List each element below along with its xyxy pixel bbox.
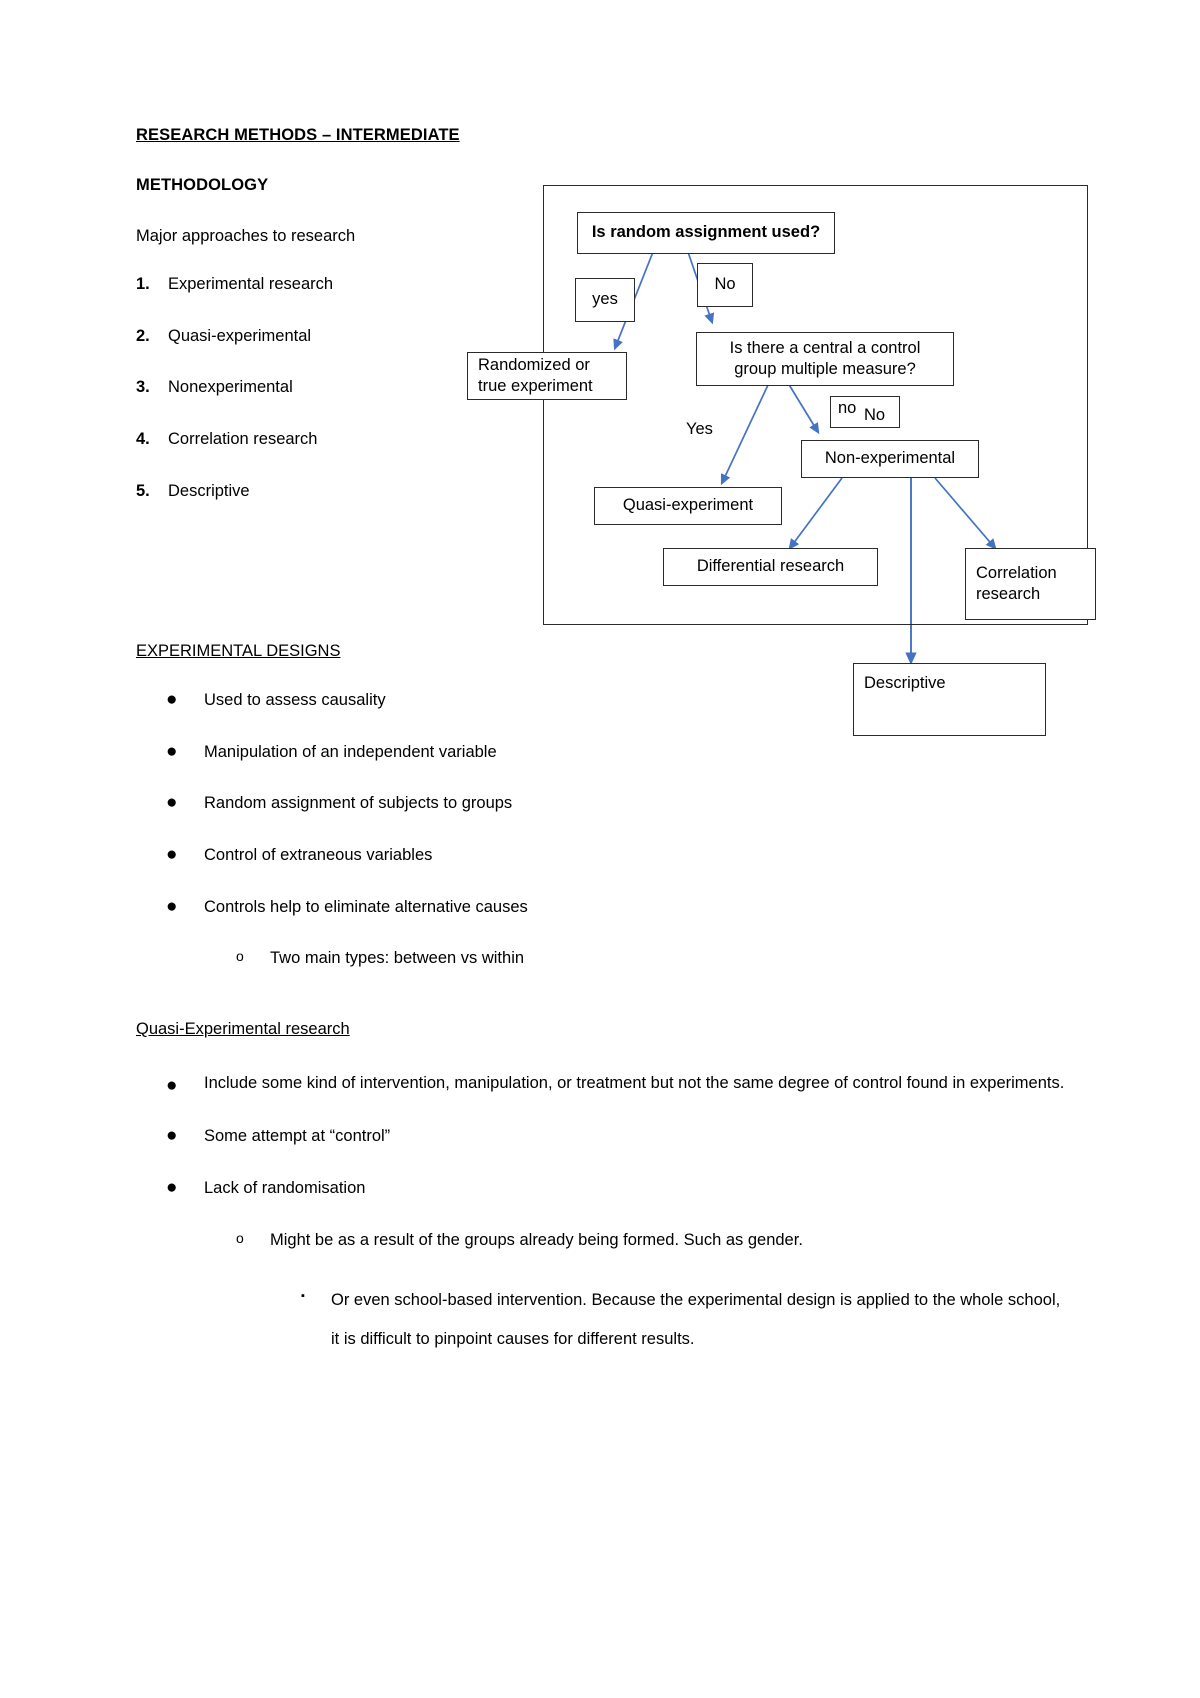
list-label: Manipulation of an independent variable <box>204 742 497 761</box>
flowchart-box-no-small: No <box>697 263 753 307</box>
list-item: 3. Nonexperimental <box>136 377 1066 398</box>
list-label: Controls help to eliminate alternative c… <box>204 897 528 916</box>
bullet-square-icon: ▪ <box>301 1290 305 1303</box>
flowchart-frame <box>543 185 1088 625</box>
bullet-disc-icon: ● <box>166 844 178 866</box>
list-item: o Two main types: between vs within <box>236 948 1066 969</box>
flowchart-box-non-experimental: Non-experimental <box>801 440 979 478</box>
bullet-disc-icon: ● <box>166 1125 178 1147</box>
major-approaches-list: 1. Experimental research 2. Quasi-experi… <box>136 274 1066 501</box>
flowchart-label-yes-branch: Yes <box>686 420 713 438</box>
list-label: Lack of randomisation <box>204 1178 366 1197</box>
flowchart-box-label-no-lower: no <box>838 399 857 417</box>
flowchart-box-label: yes <box>592 290 618 309</box>
list-label: Nonexperimental <box>168 378 293 397</box>
list-item: ● Manipulation of an independent variabl… <box>166 740 1066 763</box>
list-item: 4. Correlation research <box>136 429 1066 450</box>
bullet-disc-icon: ● <box>166 1074 178 1096</box>
bullet-disc-icon: ● <box>166 689 178 711</box>
flowchart-box-correlation-research: Correlation research <box>965 548 1096 620</box>
major-approaches-intro: Major approaches to research <box>136 226 356 245</box>
section-heading-quasi-experimental: Quasi-Experimental research <box>136 1019 350 1038</box>
list-label: Quasi-experimental <box>168 326 312 345</box>
list-item: ● Controls help to eliminate alternative… <box>166 895 1066 918</box>
flowchart-box-yes-small: yes <box>575 278 635 322</box>
list-item: ● Random assignment of subjects to group… <box>166 793 1066 814</box>
bullet-disc-icon: ● <box>166 895 178 917</box>
flowchart-box-label: Is there a central a control group multi… <box>729 338 921 378</box>
flowchart-box-quasi-experiment: Quasi-experiment <box>594 487 782 525</box>
flowchart-box-randomized-true-experiment: Randomized or true experiment <box>467 352 627 400</box>
list-label: Experimental research <box>168 275 334 294</box>
list-label: Control of extraneous variables <box>204 846 433 865</box>
flowchart-box-label: Non-experimental <box>824 449 956 468</box>
bullet-disc-icon: ● <box>166 1176 178 1198</box>
list-item: 5. Descriptive <box>136 481 1066 502</box>
bullet-circle-icon: o <box>236 1229 244 1246</box>
flowchart-box-random-assignment: Is random assignment used? <box>577 212 835 254</box>
list-item: ● Used to assess causality <box>166 690 1066 711</box>
list-label: Descriptive <box>168 481 250 500</box>
list-item: ● Lack of randomisation <box>166 1178 1066 1199</box>
flowchart-box-label: Correlation research <box>976 563 1057 603</box>
flowchart-box-descriptive: Descriptive <box>853 663 1046 736</box>
list-label: Used to assess causality <box>204 691 386 710</box>
list-label: Or even school-based intervention. Becau… <box>331 1291 1061 1348</box>
list-label: Random assignment of subjects to groups <box>204 794 513 813</box>
section-heading-methodology: METHODOLOGY <box>136 175 269 194</box>
flowchart-box-label: Is random assignment used? <box>591 223 821 242</box>
list-marker: 3. <box>136 378 150 397</box>
bullet-circle-icon: o <box>236 948 244 965</box>
list-label: Correlation research <box>168 430 318 449</box>
list-item: ● Include some kind of intervention, man… <box>166 1064 1066 1109</box>
flowchart-box-label: Descriptive <box>864 674 946 692</box>
list-item: 1. Experimental research <box>136 274 1066 295</box>
flowchart-box-label: No <box>714 275 736 294</box>
flowchart-box-label: Randomized or true experiment <box>478 355 593 395</box>
list-item: o Might be as a result of the groups alr… <box>236 1230 1066 1251</box>
flowchart-box-label-no-upper: No <box>864 406 886 424</box>
page-title: RESEARCH METHODS – INTERMEDIATE <box>136 126 460 144</box>
list-item: ● Some attempt at “control” <box>166 1126 1066 1147</box>
flowchart-box-label: Quasi-experiment <box>622 496 754 515</box>
document-body: RESEARCH METHODS – INTERMEDIATE METHODOL… <box>136 126 1066 1390</box>
list-marker: 4. <box>136 430 150 449</box>
list-label: Might be as a result of the groups alrea… <box>270 1230 803 1249</box>
flowchart-box-no-overlap: no No <box>830 396 900 428</box>
bullet-disc-icon: ● <box>166 740 178 762</box>
flowchart-box-label: Differential research <box>696 557 845 576</box>
list-item: 2. Quasi-experimental <box>136 326 1066 347</box>
flowchart-box-central-control-group: Is there a central a control group multi… <box>696 332 954 386</box>
list-marker: 5. <box>136 481 150 500</box>
list-item: ● Control of extraneous variables <box>166 845 1066 866</box>
list-marker: 1. <box>136 275 150 294</box>
list-label: Include some kind of intervention, manip… <box>204 1073 1065 1092</box>
list-item: ▪ Or even school-based intervention. Bec… <box>301 1281 1066 1359</box>
list-marker: 2. <box>136 326 150 345</box>
list-label: Two main types: between vs within <box>270 949 525 968</box>
section-heading-experimental-designs: EXPERIMENTAL DESIGNS <box>136 642 341 661</box>
list-label: Some attempt at “control” <box>204 1127 391 1146</box>
flowchart-box-differential-research: Differential research <box>663 548 878 586</box>
bullet-disc-icon: ● <box>166 792 178 814</box>
